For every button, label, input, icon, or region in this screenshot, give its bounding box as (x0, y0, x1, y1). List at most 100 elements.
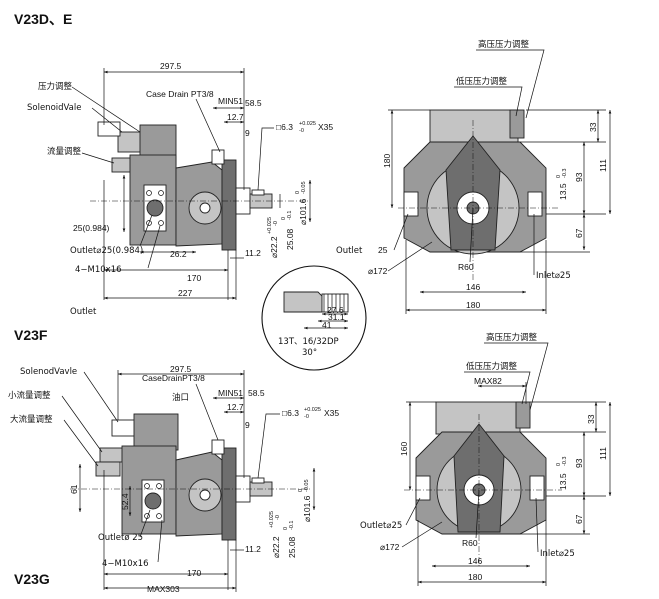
section-title-v23g: V23G (14, 571, 50, 587)
top-case-drain-label: Case Drain PT3/8 (146, 89, 214, 99)
spline-spec: 13T、16/32DP (278, 337, 339, 347)
bottom-flange-bolt (144, 483, 150, 489)
spline-shaft (321, 293, 349, 313)
top-dim-12-7: 12.7 (227, 112, 244, 122)
bottom-front-r60: R60 (462, 538, 478, 548)
bottom-key-leader (257, 413, 280, 479)
bottom-small-flow-label: 小流量调整 (8, 390, 51, 401)
bottom-front-inlet-leader (535, 497, 539, 553)
bottom-outlet-port (144, 492, 162, 510)
top-key-size: □6.3 (276, 122, 293, 132)
top-outlet-leader (139, 214, 153, 247)
top-front-outlet-leader (393, 213, 409, 251)
bottom-front-dim-111: 111 (598, 447, 608, 460)
top-dim-9: 9 (245, 128, 250, 138)
top-side-view: 297.5 58.5 MIN51 Case Drain PT3/8 12.7 9… (27, 61, 333, 317)
bottom-dim-11-2: 11.2 (245, 544, 261, 554)
top-front-outlet-flange (403, 191, 419, 217)
spline-angle: 30° (302, 348, 317, 358)
bottom-case-drain-fitting (211, 439, 225, 455)
bottom-dim-101-6: ⌀101.6 (302, 495, 312, 522)
bottom-shaft-key (251, 477, 265, 484)
bottom-shaft-tol-up: +0.025 (269, 511, 275, 528)
top-front-dim-13-5-tol-dn: -0.3 (562, 169, 568, 178)
bottom-front-dim-172: ⌀172 (380, 542, 400, 552)
top-dim-26-2: 26.2 (170, 249, 187, 259)
top-outlet-label: Outlet⌀25(0.984) (70, 246, 143, 256)
top-front-r60: R60 (458, 262, 474, 272)
top-pressure-leader (71, 86, 141, 133)
top-front-inlet-label: Inlet⌀25 (536, 271, 571, 281)
top-bolts-leader (147, 225, 161, 269)
bottom-case-drain-label: CaseDrainPT3/8 (142, 373, 205, 383)
bottom-front-dim-180: 180 (468, 572, 482, 582)
top-solenoid-coil (97, 121, 121, 137)
top-dim-25-08-tol-dn: -0.1 (287, 211, 293, 220)
bottom-large-flow-label: 大流量调整 (10, 414, 53, 425)
top-front-dim-13-5: 13.5 (558, 183, 568, 200)
top-dim-101-6-tol-dn: -0.05 (301, 181, 307, 194)
top-dim-25-08-tol-up: 0 (281, 217, 287, 220)
bottom-front-outlet-label: Outlet⌀25 (360, 521, 402, 531)
spline-dim-31-1: 31.1 (328, 312, 345, 322)
bottom-front-outlet-leader (405, 497, 421, 526)
bottom-bolts-label: 4−M10x16 (102, 559, 149, 569)
top-outlet-bottom-label: Outlet (70, 307, 97, 317)
top-front-dim-180-horizontal: 180 (466, 300, 480, 310)
top-dim-58-5: 58.5 (245, 98, 262, 108)
top-case-drain-fitting (211, 149, 225, 165)
top-key-length: X35 (318, 122, 333, 132)
bottom-outlet-leader (139, 509, 151, 538)
top-front-high-pressure-label: 高压压力调整 (478, 39, 530, 50)
bottom-housing-plug (199, 489, 211, 501)
top-dim-11-2: 11.2 (245, 248, 261, 258)
top-key-leader (257, 127, 274, 191)
bottom-shaft-dia: ⌀22.2 (271, 536, 281, 558)
top-front-dim-93: 93 (574, 172, 584, 182)
top-key-tol-dn: -0 (299, 128, 304, 134)
bottom-front-low-pressure-leader (464, 371, 531, 405)
bottom-large-flow-leader (63, 419, 99, 467)
bottom-dim-9: 9 (245, 420, 250, 430)
bottom-front-high-pressure-label: 高压压力调整 (486, 332, 538, 343)
bottom-front-outlet-flange (415, 475, 431, 501)
top-shaft-dia: ⌀22.2 (269, 236, 279, 258)
bottom-front-r60-leader (475, 489, 480, 539)
bottom-dim-25-08-tol-dn: -0.1 (289, 521, 295, 530)
bottom-oil-port-label: 油口 (172, 392, 189, 403)
top-flow-adjust-label: 流量调整 (47, 146, 82, 157)
top-dim-25-0984: 25(0.984) (73, 223, 110, 233)
top-outlet-port (146, 199, 164, 217)
top-mounting-flange (221, 159, 237, 251)
bottom-key-size: □6.3 (282, 408, 299, 418)
top-front-r60-leader (469, 207, 474, 263)
top-front-dim-33: 33 (588, 122, 598, 132)
bottom-front-dim-160: 160 (399, 442, 409, 456)
bottom-dim-101-6-tol-up: 0 (298, 489, 304, 492)
top-shaft-tol-dn: -0 (273, 221, 279, 226)
bottom-front-view: MAX82 33 111 93 13.5 0 -0.3 67 160 146 1… (360, 332, 612, 586)
bottom-dim-min51: MIN51 (218, 388, 243, 398)
bottom-front-172-leader (401, 521, 443, 548)
top-front-dim-67: 67 (574, 228, 584, 238)
bottom-dim-58-5: 58.5 (248, 388, 265, 398)
bottom-solenoid-leader (83, 371, 119, 423)
spline-dim-41: 41 (322, 320, 332, 330)
top-shaft-tol-up: +0.025 (267, 217, 273, 234)
top-shaft-key (251, 189, 265, 196)
bottom-dim-25-08-tol-up: 0 (283, 527, 289, 530)
top-front-dim-146: 146 (466, 282, 480, 292)
top-dim-101-6: ⌀101.6 (298, 198, 308, 225)
top-front-dim-111: 111 (598, 159, 608, 172)
top-front-inlet-flange (527, 191, 543, 217)
bottom-case-drain-leader (195, 383, 219, 441)
bottom-front-high-pressure-leader (484, 342, 549, 411)
bottom-front-inlet-label: Inlet⌀25 (540, 549, 575, 559)
bottom-large-flow-knob (95, 461, 121, 477)
top-front-low-pressure-leader (454, 86, 523, 117)
bottom-bolts-leader (157, 519, 163, 563)
spline-detail: 27.6 31.1 41 13T、16/32DP 30° (261, 265, 367, 371)
bottom-flange-bolt (156, 483, 162, 489)
bottom-flange-bolt (156, 513, 162, 519)
